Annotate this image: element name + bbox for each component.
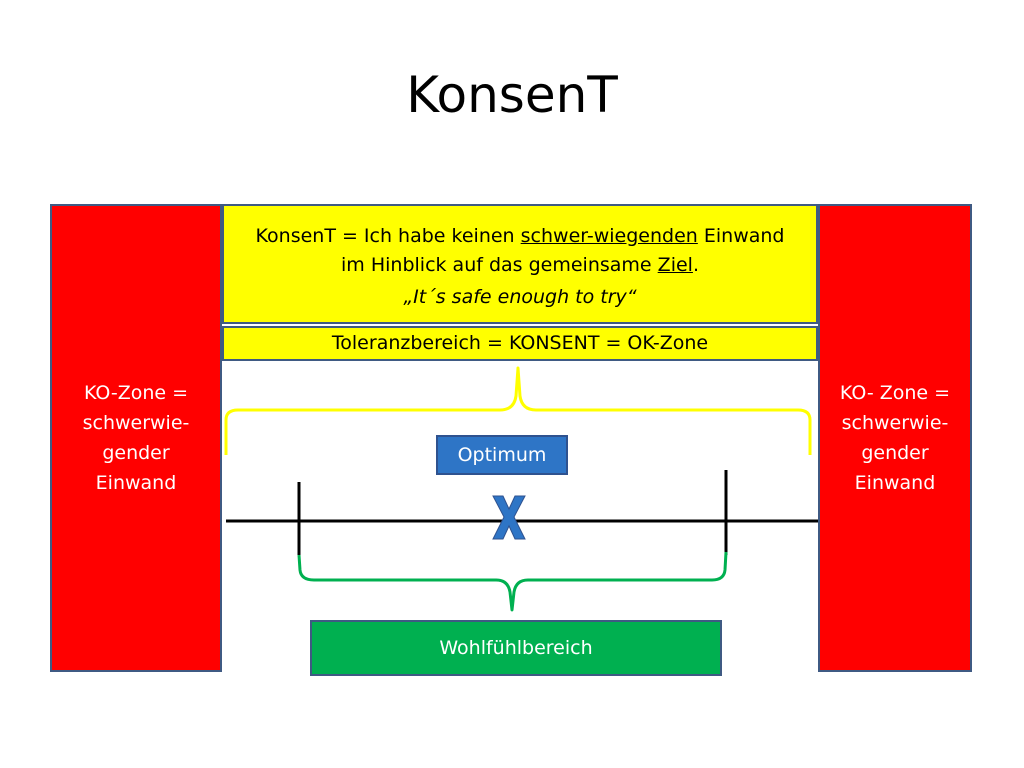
tolerance-brace — [224, 366, 812, 455]
tolerance-zone-box: Toleranzbereich = KONSENT = OK-Zone — [222, 326, 818, 361]
definition-text-3: im Hinblick auf das gemeinsame — [341, 254, 658, 276]
ko-zone-left-label: KO-Zone = schwerwie- gender Einwand — [82, 382, 190, 494]
definition-line-1: KonsenT = Ich habe keinen schwer-wiegend… — [224, 222, 816, 251]
comfort-zone-box: Wohlfühlbereich — [310, 620, 722, 676]
ko-zone-left: KO-Zone = schwerwie- gender Einwand — [50, 204, 222, 672]
consent-definition-box: KonsenT = Ich habe keinen schwer-wiegend… — [222, 204, 818, 324]
optimum-box: Optimum — [436, 435, 568, 475]
comfort-brace — [297, 551, 728, 612]
definition-quote: „It´s safe enough to try“ — [403, 286, 637, 308]
ko-zone-right-label: KO- Zone = schwerwie- gender Einwand — [839, 382, 951, 494]
slide-title: KonsenT — [406, 66, 618, 124]
definition-underlined-1: schwer-wiegenden — [520, 225, 698, 247]
ko-zone-right: KO- Zone = schwerwie- gender Einwand — [818, 204, 972, 672]
definition-text-2: Einwand — [697, 225, 785, 247]
definition-line-2: im Hinblick auf das gemeinsame Ziel. — [224, 251, 816, 280]
definition-text-4: . — [692, 254, 699, 276]
x-mark-icon — [492, 495, 526, 540]
definition-text-1: KonsenT = Ich habe keinen — [255, 225, 521, 247]
definition-underlined-2: Ziel — [657, 254, 693, 276]
